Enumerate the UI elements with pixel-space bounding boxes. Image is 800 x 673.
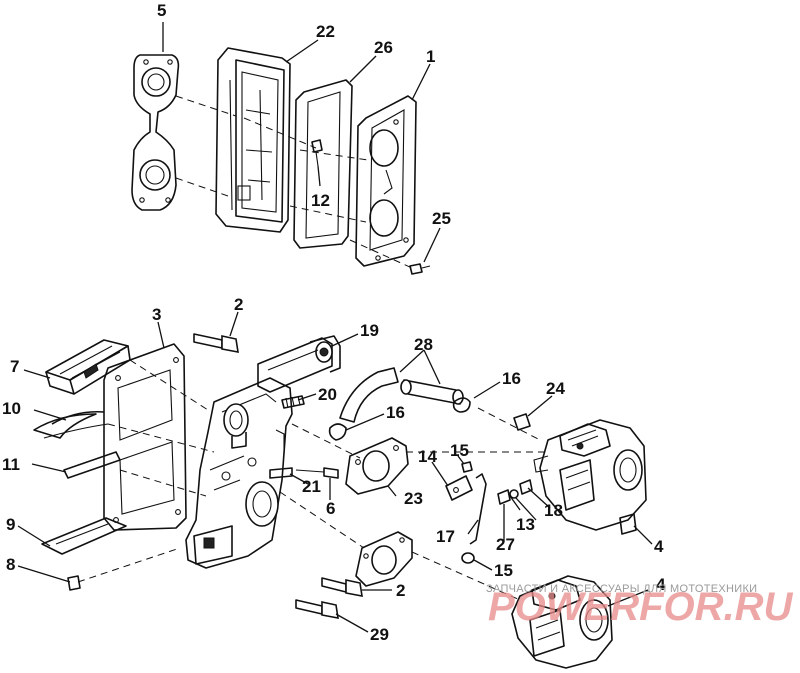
part-2-bolt-upper [193,333,239,353]
callout-10: 10 [2,399,21,418]
callout-17: 17 [436,527,455,546]
callout-5: 5 [157,1,166,20]
part-13-washer [509,489,519,499]
callout-13: 13 [516,515,535,534]
callout-12: 12 [311,191,330,210]
callout-11: 11 [2,455,20,474]
part-19-bracket [257,335,341,393]
callout-6: 6 [326,499,335,518]
callout-9: 9 [6,515,15,534]
part-4-carburetor-upper [533,419,647,535]
watermark-brand: POWERFOR.RU [488,585,794,629]
part-18-nut [519,479,533,495]
callout-25: 25 [432,209,451,228]
callout-24: 24 [546,379,565,398]
part-14-lever [445,475,473,501]
callout-4-lower: 4 [656,575,666,594]
part-15-bushing-b [461,552,475,564]
part-16-clamp-b [452,397,471,413]
upper-assembly-lines [175,95,413,269]
leader-lines [17,22,653,633]
part-16-clamp-a [328,423,347,441]
callout-15-upper: 15 [450,441,469,460]
part-23-gasket-upper [345,437,409,495]
watermark: ЗАПЧАСТИ И АКСЕССУАРЫ ДЛЯ МОТОТЕХНИКИ PO… [486,583,794,629]
callout-3: 3 [152,305,161,324]
part-23-gasket-lower [355,531,413,587]
callout-19: 19 [360,321,379,340]
part-7-reed-block [45,339,131,395]
callout-23: 23 [404,489,423,508]
callout-26: 26 [374,38,393,57]
part-21-stud [269,467,293,479]
part-6-bolt [295,467,339,479]
callout-16-right: 16 [502,369,521,388]
callout-8: 8 [6,555,15,574]
callout-22: 22 [316,22,335,41]
callout-18: 18 [544,501,563,520]
intake-manifold-body [185,377,293,569]
callout-7: 7 [10,357,19,376]
part-11-strip [63,451,121,479]
part-3-gasket [103,343,187,531]
part-26-gasket [293,79,353,249]
part-15-bushing-a [461,461,473,473]
part-12-screw [311,139,323,167]
part-10-reed-petals [33,410,109,439]
callout-4-upper: 4 [654,537,664,556]
callout-labels: 5 22 26 1 12 25 2 3 19 28 7 16 24 20 10 … [2,1,666,644]
lower-left-assembly-lines [77,359,215,583]
part-4-carburetor-lower [511,575,613,669]
callout-2-upper: 2 [234,295,243,314]
part-9-base-plate [41,517,127,555]
part-29-bolt [295,599,339,619]
callout-2-lower: 2 [396,581,405,600]
central-assembly-lines [279,407,548,601]
part-22-housing [215,47,291,233]
callout-15-lower: 15 [494,561,513,580]
watermark-caption: ЗАПЧАСТИ И АКСЕССУАРЫ ДЛЯ МОТОТЕХНИКИ [486,583,757,595]
callout-14: 14 [418,447,437,466]
part-25-bolt [409,263,431,275]
part-28-hose [339,367,464,423]
callout-29: 29 [370,625,389,644]
callout-21: 21 [302,477,321,496]
callout-27: 27 [496,535,515,554]
part-20-stud [281,395,305,409]
callout-1: 1 [426,47,435,66]
part-8-screw [67,575,81,591]
part-17-link-rod [469,473,487,545]
part-1-plate [355,95,417,267]
part-5-gasket [131,54,180,211]
part-27-screw [497,489,511,505]
part-2-bolt-lower [321,577,363,597]
callout-16-left: 16 [386,403,405,422]
callout-20: 20 [318,385,337,404]
part-24-cap [513,413,531,431]
callout-28: 28 [414,335,433,354]
